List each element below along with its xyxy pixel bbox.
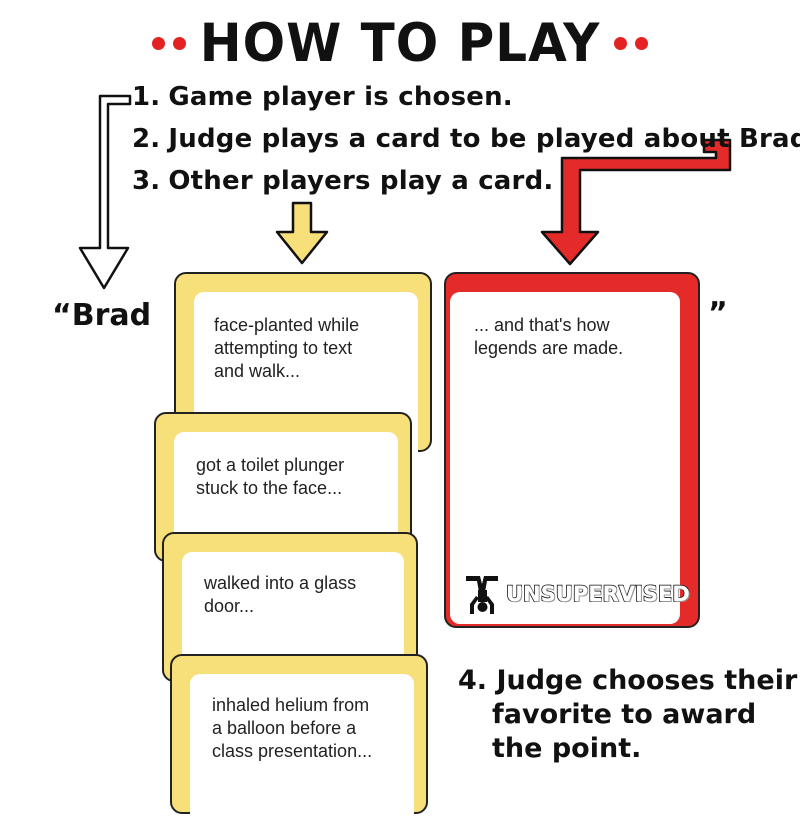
title-dots-left xyxy=(151,36,186,50)
white-down-arrow-icon xyxy=(78,94,132,290)
card-text-line: class presentation... xyxy=(212,741,373,761)
judge-card[interactable]: ... and that's how legends are made. UNS… xyxy=(444,272,700,628)
dot-decoration xyxy=(172,36,186,50)
card-text: walked into a glass door... xyxy=(204,572,356,618)
open-quote-brad: “Brad xyxy=(52,298,152,333)
step-number: 1. xyxy=(132,82,161,112)
yellow-down-arrow-icon xyxy=(275,201,329,265)
handstand-figure-icon xyxy=(466,576,498,614)
card-text-line: ... and that's how xyxy=(474,315,610,335)
player-card[interactable]: inhaled helium from a balloon before a c… xyxy=(170,654,428,824)
step-2: 2.Judge plays a card to be played about … xyxy=(132,124,800,154)
card-face xyxy=(450,292,680,624)
dot-decoration xyxy=(614,36,628,50)
step-text: Other players play a card. xyxy=(168,166,554,196)
dot-decoration xyxy=(635,36,649,50)
card-text-line: got a toilet plunger xyxy=(196,455,345,475)
card-text-line: a balloon before a xyxy=(212,718,357,738)
close-quote: ” xyxy=(708,296,728,331)
dot-decoration xyxy=(151,36,165,50)
step-4: 4. Judge chooses their favorite to award… xyxy=(458,664,797,766)
card-text: face-planted while attempting to text an… xyxy=(214,314,359,383)
step-3: 3.Other players play a card. xyxy=(132,166,553,196)
brand-name: UNSUPERVISED xyxy=(505,581,690,607)
card-text: inhaled helium from a balloon before a c… xyxy=(212,694,372,763)
step4-line: favorite to award xyxy=(492,699,757,730)
card-text-line: inhaled helium from xyxy=(212,695,370,715)
arrows-layer xyxy=(78,94,732,290)
brand-logo: UNSUPERVISED xyxy=(462,572,690,616)
step-text: Judge plays a card to be played about Br… xyxy=(168,124,800,154)
page-title: HOW TO PLAY xyxy=(199,12,601,74)
step-text: Game player is chosen. xyxy=(168,82,513,112)
card-text: got a toilet plunger stuck to the face..… xyxy=(196,454,344,500)
step-1: 1.Game player is chosen. xyxy=(132,82,513,112)
card-text-line: walked into a glass xyxy=(204,573,357,593)
card-text: ... and that's how legends are made. xyxy=(474,314,623,360)
step-number: 3. xyxy=(132,166,161,196)
red-down-arrow-icon xyxy=(540,138,732,266)
card-text-line: stuck to the face... xyxy=(196,478,343,498)
title-dots-right xyxy=(614,36,649,50)
card-text-line: door... xyxy=(204,596,255,616)
title-row: HOW TO PLAY xyxy=(0,8,800,78)
card-text-line: face-planted while xyxy=(214,315,360,335)
step-number: 2. xyxy=(132,124,161,154)
card-text-line: attempting to text xyxy=(214,338,353,358)
step4-line: 4. Judge chooses their xyxy=(458,665,798,696)
card-face xyxy=(190,674,414,824)
card-text-line: and walk... xyxy=(214,361,301,381)
step4-line: the point. xyxy=(492,733,642,764)
card-text-line: legends are made. xyxy=(474,338,624,358)
